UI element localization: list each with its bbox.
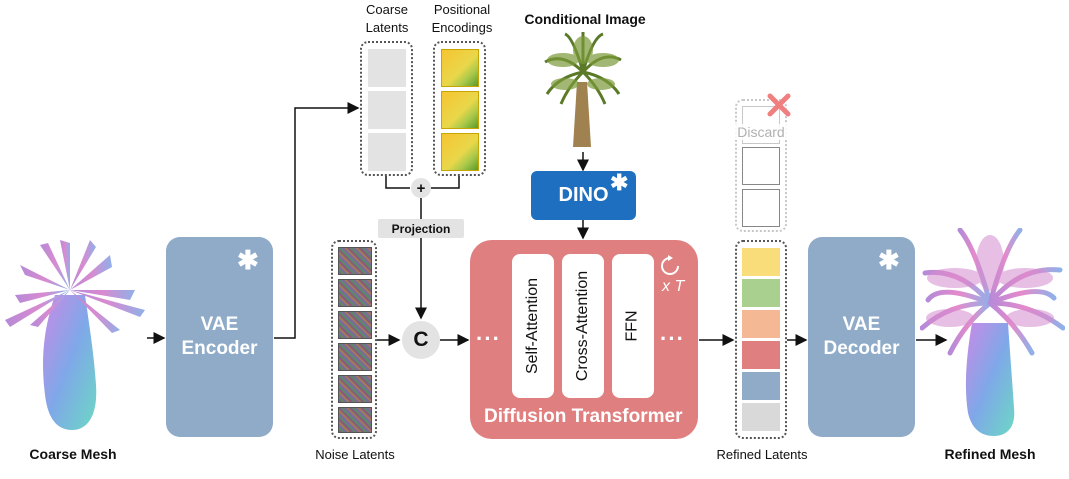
positional-encoding-token (441, 49, 479, 87)
positional-encoding-token (441, 133, 479, 171)
positional-encodings-stack (433, 41, 486, 176)
ffn-label: FFN (623, 310, 641, 342)
coarse-mesh-image (5, 240, 145, 430)
coarse-latent-token (368, 49, 406, 87)
discard-label: Discard (733, 124, 789, 140)
discard-x-icon (767, 93, 791, 117)
noise-latent-token (338, 311, 372, 339)
cross-attention-label: Cross-Attention (574, 270, 592, 382)
positional-encoding-token (441, 91, 479, 129)
ellipsis-right: ··· (660, 326, 685, 351)
coarse-latents-label: Coarse Latents (365, 2, 409, 35)
refined-latent-token (742, 310, 780, 338)
refined-latent-token (742, 372, 780, 400)
refined-latent-token (742, 248, 780, 276)
frozen-snowflake-icon: ✱ (237, 245, 259, 275)
coarse-latent-token (368, 133, 406, 171)
vae-decoder: VAE Decoder (808, 237, 915, 437)
refined-mesh-label: Refined Mesh (944, 446, 1036, 462)
noise-latent-token (338, 279, 372, 307)
projection-module: Projection (378, 219, 464, 238)
concat-operator-icon: C (402, 321, 440, 359)
discarded-token (742, 147, 780, 185)
discarded-token (742, 189, 780, 227)
noise-latent-token (338, 375, 372, 403)
diffusion-transformer: ··· Self-Attention Cross-Attention FFN ·… (470, 240, 698, 439)
dino-label: DINO (558, 184, 609, 206)
arrow-encoder-to-latents (274, 102, 360, 339)
coarse-latents-stack (360, 41, 413, 176)
frozen-snowflake-icon: ✱ (610, 170, 629, 195)
refined-latents-label: Refined Latents (716, 447, 808, 462)
coarse-mesh-label: Coarse Mesh (29, 446, 117, 462)
noise-latents-stack (331, 240, 377, 439)
repeat-loop-icon (661, 255, 679, 275)
line-posenc-to-plus (431, 176, 460, 189)
coarse-latent-token (368, 91, 406, 129)
diffusion-transformer-title: Diffusion Transformer (484, 406, 683, 427)
ffn-block: FFN (612, 254, 654, 398)
conditional-palm-image (544, 32, 622, 147)
vae-encoder: VAE Encoder (166, 237, 273, 437)
add-operator-icon: + (411, 178, 431, 198)
line-latents-to-plus (385, 176, 410, 189)
noise-latent-token (338, 407, 372, 433)
conditional-image-label: Conditional Image (524, 11, 646, 27)
repeat-count-label: x T (662, 278, 685, 295)
ellipsis-left: ··· (476, 326, 501, 351)
refined-latent-token (742, 341, 780, 369)
refined-latents-stack (735, 240, 787, 439)
self-attention-block: Self-Attention (512, 254, 554, 398)
noise-latents-label: Noise Latents (315, 447, 395, 462)
frozen-snowflake-icon: ✱ (878, 245, 900, 275)
refined-latent-token (742, 279, 780, 307)
refined-mesh-image (920, 228, 1065, 436)
noise-latent-token (338, 247, 372, 275)
self-attention-label: Self-Attention (524, 277, 541, 375)
dino-encoder: DINO (531, 171, 636, 220)
refined-latent-token (742, 403, 780, 431)
discarded-latents-stack (735, 99, 787, 232)
cross-attention-block: Cross-Attention (562, 254, 604, 398)
noise-latent-token (338, 343, 372, 371)
positional-encodings-label: Positional Encodings (431, 2, 493, 35)
